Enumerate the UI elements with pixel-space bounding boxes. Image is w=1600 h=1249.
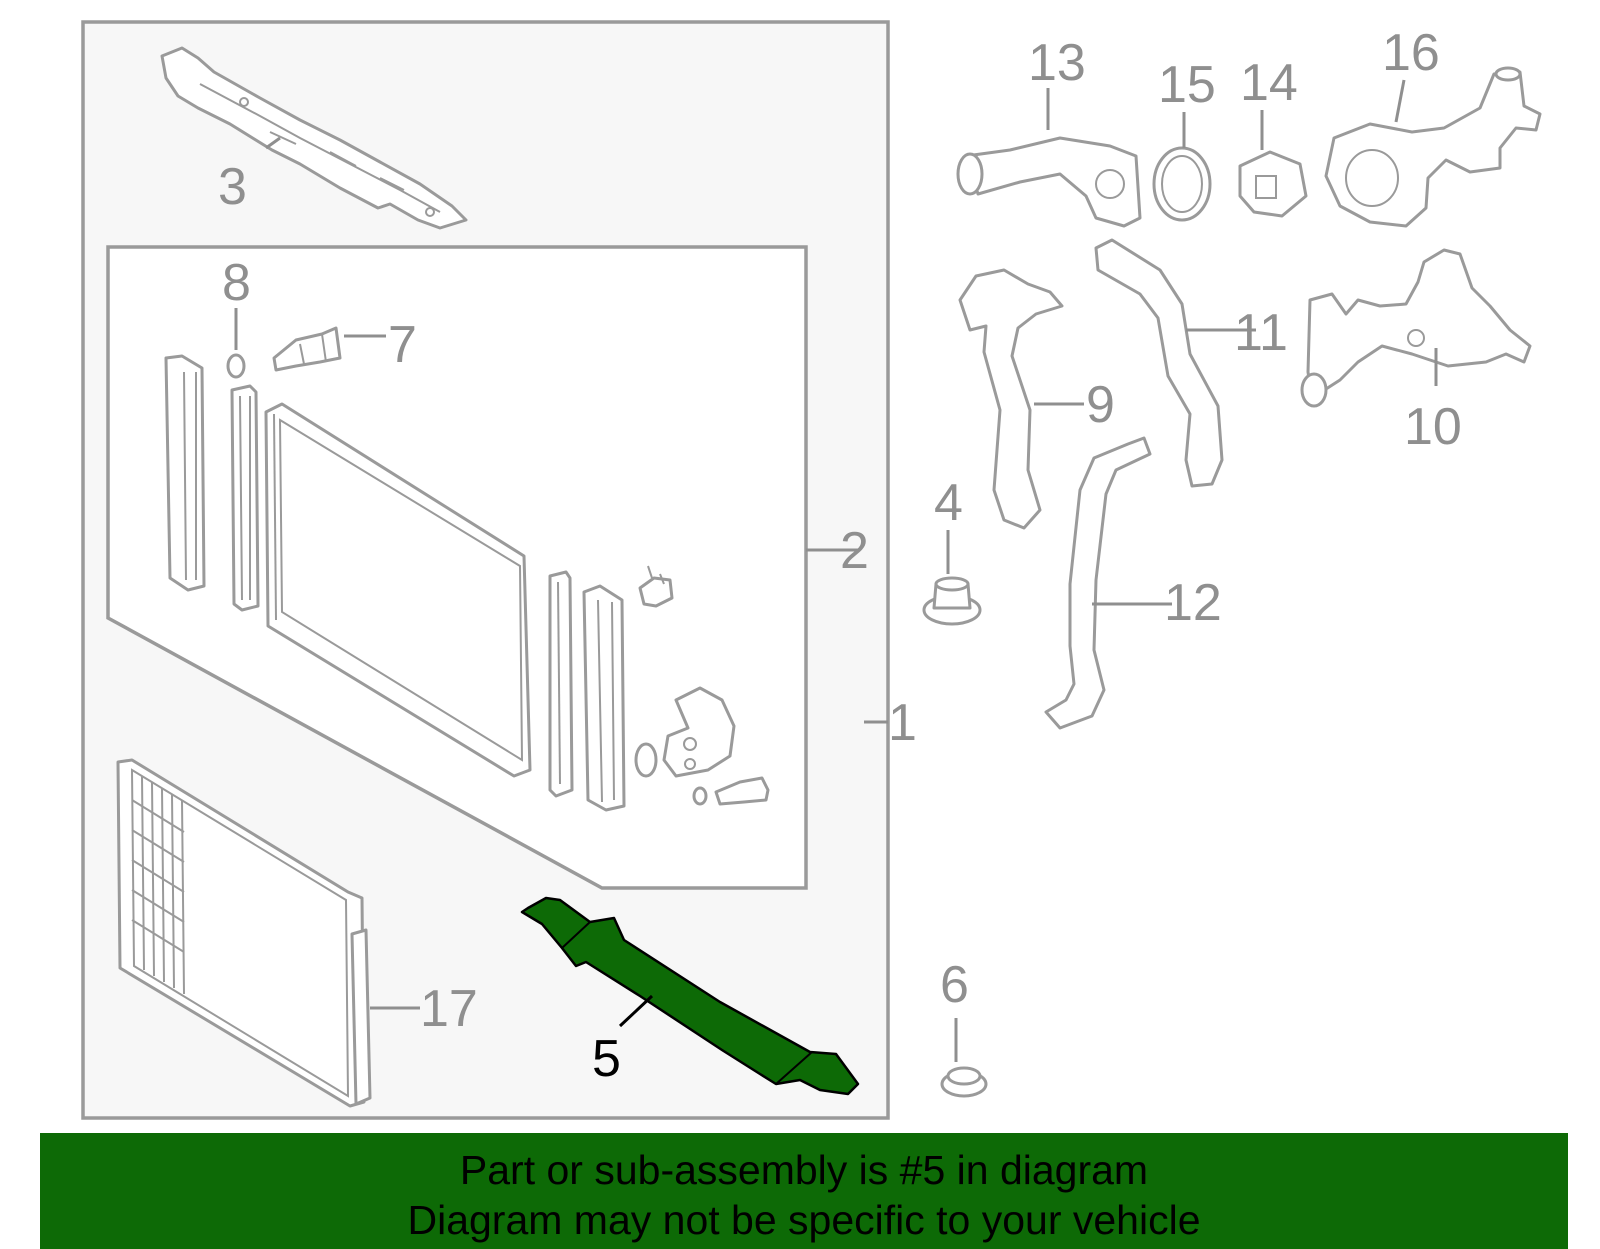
part-15-gasket[interactable] <box>1152 146 1212 222</box>
part-16-water-outlet[interactable] <box>1324 66 1542 228</box>
part-5-lower-radiator-support[interactable] <box>520 896 860 1096</box>
part-7-drain-cock[interactable] <box>272 326 342 372</box>
callout-11[interactable]: 11 <box>1234 304 1288 362</box>
callout-1[interactable]: 1 <box>888 694 917 752</box>
banner-line-2: Diagram may not be specific to your vehi… <box>407 1197 1201 1243</box>
callout-5[interactable]: 5 <box>592 1030 621 1088</box>
radiator-right-tank[interactable] <box>548 565 674 812</box>
part-10-water-outlet[interactable] <box>1300 248 1532 408</box>
leader-lines <box>234 79 1438 1062</box>
radiator-left-tank[interactable] <box>164 354 260 612</box>
callout-6[interactable]: 6 <box>940 956 969 1014</box>
radiator-outlet-pipe[interactable] <box>634 686 770 806</box>
callout-15[interactable]: 15 <box>1158 56 1216 114</box>
part-12-hose[interactable] <box>1044 436 1152 730</box>
callout-10[interactable]: 10 <box>1404 398 1462 456</box>
part-9-hose[interactable] <box>958 268 1064 530</box>
part-14-thermostat[interactable] <box>1238 150 1308 218</box>
part-8-o-ring[interactable] <box>226 353 246 379</box>
callout-4[interactable]: 4 <box>934 474 963 532</box>
callout-2[interactable]: 2 <box>840 522 869 580</box>
part-17-condenser[interactable] <box>116 758 372 1108</box>
callout-3[interactable]: 3 <box>218 158 247 216</box>
radiator-core[interactable] <box>264 402 532 778</box>
callout-17[interactable]: 17 <box>420 980 478 1038</box>
callout-7[interactable]: 7 <box>388 316 417 374</box>
callout-16[interactable]: 16 <box>1382 24 1440 82</box>
part-11-hose[interactable] <box>1094 238 1224 488</box>
callout-8[interactable]: 8 <box>222 254 251 312</box>
part-3-upper-support[interactable] <box>160 46 468 230</box>
part-4-mount-cushion[interactable] <box>922 576 982 626</box>
part-13-water-inlet[interactable] <box>956 136 1142 228</box>
banner-line-1: Part or sub-assembly is #5 in diagram <box>459 1147 1149 1193</box>
callout-9[interactable]: 9 <box>1086 376 1115 434</box>
callout-13[interactable]: 13 <box>1028 34 1086 92</box>
callout-12[interactable]: 12 <box>1164 574 1222 632</box>
info-banner: Part or sub-assembly is #5 in diagram Di… <box>40 1133 1568 1249</box>
callout-14[interactable]: 14 <box>1240 54 1298 112</box>
part-6-mount-cushion[interactable] <box>940 1066 988 1098</box>
